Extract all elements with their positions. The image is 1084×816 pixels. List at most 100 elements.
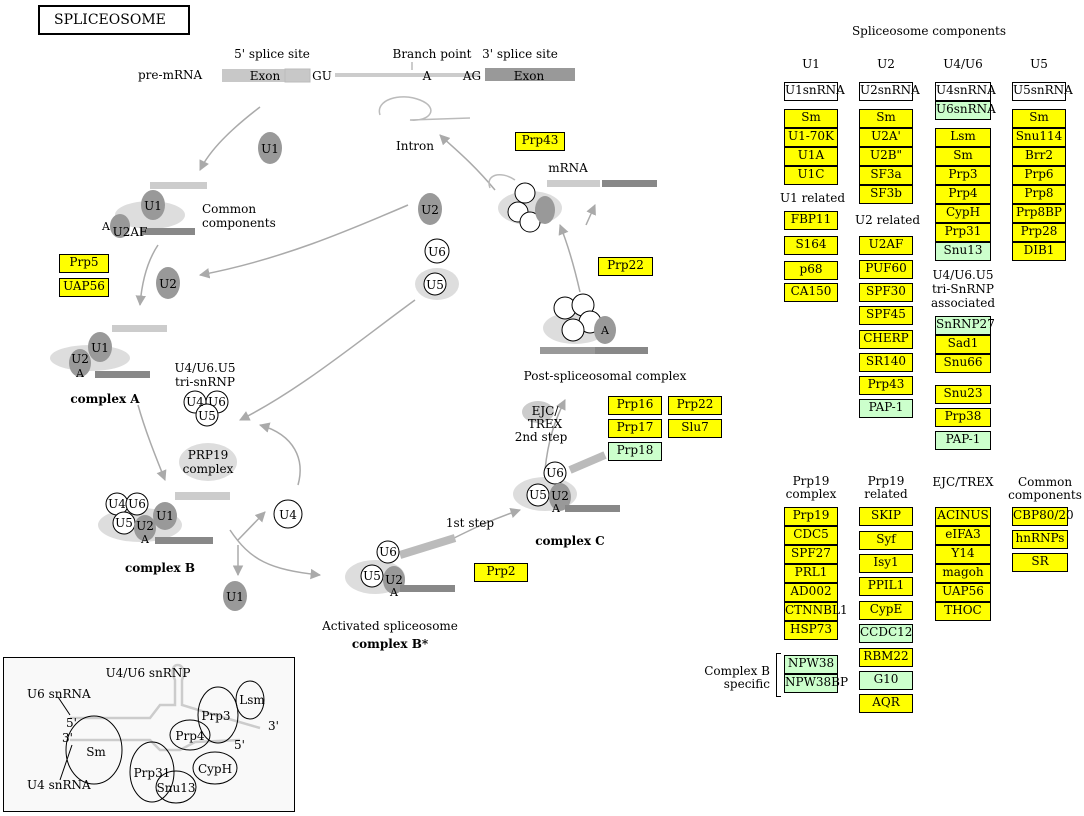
u5-item[interactable]: DIB1 <box>1012 242 1066 261</box>
u2-related-item[interactable]: Prp43 <box>859 376 913 395</box>
prp19-complex-item[interactable]: CTNNBL1 <box>784 602 848 621</box>
u4-snrna[interactable]: U4snRNA <box>935 82 996 101</box>
prp19-related-item[interactable]: G10 <box>859 671 913 690</box>
protein-prp16[interactable]: Prp16 <box>608 396 662 415</box>
u2-related-item[interactable]: U2AF <box>859 236 913 255</box>
u1-related-item[interactable]: S164 <box>784 236 838 255</box>
post-spliceosomal-label: Post-spliceosomal complex <box>524 369 687 383</box>
inset-lsm-label: Lsm <box>239 693 265 707</box>
u1-related-item[interactable]: p68 <box>784 261 838 280</box>
branch-point-label: Branch point <box>393 47 472 61</box>
pre-mrna-label: pre-mRNA <box>138 68 202 82</box>
prp19-related-item[interactable]: RBM22 <box>859 648 913 667</box>
u1-item[interactable]: U1A <box>784 147 838 166</box>
complex-b-specific-item[interactable]: NPW38BP <box>784 674 848 693</box>
ejc-trex-item[interactable]: ACINUS <box>935 507 991 526</box>
protein-prp22-bottom[interactable]: Prp22 <box>668 396 722 415</box>
prp19-related-item[interactable]: CypE <box>859 601 913 620</box>
protein-uap56[interactable]: UAP56 <box>59 278 109 297</box>
u2-item[interactable]: Sm <box>859 109 913 128</box>
prp19-related-item[interactable]: SKIP <box>859 507 913 526</box>
pre-mrna-strand <box>222 62 575 83</box>
complex-b-specific-item[interactable]: NPW38 <box>784 655 838 674</box>
u2-related-item[interactable]: SPF45 <box>859 306 913 325</box>
complex-bstar-label: complex B* <box>352 637 429 651</box>
u2-item[interactable]: SF3a <box>859 166 913 185</box>
u1-item[interactable]: U1C <box>784 166 838 185</box>
ejc-trex-item[interactable]: Y14 <box>935 545 991 564</box>
inset-prp3-label: Prp3 <box>201 709 230 723</box>
u5-snrna[interactable]: U5snRNA <box>1012 82 1073 101</box>
u2-item[interactable]: U2A' <box>859 128 913 147</box>
prp19-related-item[interactable]: AQR <box>859 694 913 713</box>
protein-prp18[interactable]: Prp18 <box>608 442 662 461</box>
tri-snrnp-item[interactable]: Sad1 <box>935 335 991 354</box>
u2-related-item[interactable]: SR140 <box>859 353 913 372</box>
tri-snrnp-item[interactable]: PAP-1 <box>935 431 991 450</box>
u4u6-item[interactable]: Prp31 <box>935 223 991 242</box>
u5-item[interactable]: Prp28 <box>1012 223 1066 242</box>
u1-item[interactable]: Sm <box>784 109 838 128</box>
u4u6-item[interactable]: CypH <box>935 204 991 223</box>
u2-item[interactable]: SF3b <box>859 185 913 204</box>
prp19-complex-item[interactable]: Prp19 <box>784 507 838 526</box>
u1-related-item[interactable]: FBP11 <box>784 211 838 230</box>
protein-prp17[interactable]: Prp17 <box>608 419 662 438</box>
tri-snrnp-item[interactable]: Prp38 <box>935 408 991 427</box>
prp19-related-item[interactable]: PPIL1 <box>859 577 913 596</box>
exon-right-label: Exon <box>514 69 545 83</box>
u4u6-item[interactable]: Sm <box>935 147 991 166</box>
prp19-complex-item[interactable]: PRL1 <box>784 564 838 583</box>
u5-item[interactable]: Prp8 <box>1012 185 1066 204</box>
u2-snrna[interactable]: U2snRNA <box>859 82 920 101</box>
three-splice-site-label: 3' splice site <box>482 47 558 61</box>
u5-item[interactable]: Brr2 <box>1012 147 1066 166</box>
u1-item[interactable]: U1-70K <box>784 128 838 147</box>
u4u6-item[interactable]: Lsm <box>935 128 991 147</box>
u5-item[interactable]: Prp8BP <box>1012 204 1066 223</box>
tri-snrnp-item[interactable]: SnRNP27 <box>935 316 995 335</box>
common-component-item[interactable]: hnRNPs <box>1012 530 1068 549</box>
svg-text:U6: U6 <box>379 545 397 559</box>
u2-related-item[interactable]: CHERP <box>859 330 913 349</box>
common-component-item[interactable]: CBP80/20 <box>1012 507 1074 526</box>
prp19-complex-item[interactable]: AD002 <box>784 583 838 602</box>
protein-prp22-top[interactable]: Prp22 <box>598 257 653 276</box>
inset-three-prime-b: 3' <box>268 719 279 733</box>
u6-snrna[interactable]: U6snRNA <box>935 101 996 120</box>
u1-snrna[interactable]: U1snRNA <box>784 82 845 101</box>
ejc-trex-item[interactable]: UAP56 <box>935 583 991 602</box>
prp19-complex-item[interactable]: HSP73 <box>784 621 838 640</box>
prp19-complex-item[interactable]: SPF27 <box>784 545 838 564</box>
common-component-item[interactable]: SR <box>1012 553 1068 572</box>
protein-prp2[interactable]: Prp2 <box>474 563 528 582</box>
tri-snrnp-item[interactable]: Snu66 <box>935 354 991 373</box>
ejc-trex-item[interactable]: eIFA3 <box>935 526 991 545</box>
ejc-trex-item[interactable]: magoh <box>935 564 991 583</box>
u2-related-item[interactable]: PUF60 <box>859 260 913 279</box>
ejc-trex-item[interactable]: THOC <box>935 602 991 621</box>
u1-related-item[interactable]: CA150 <box>784 283 838 302</box>
u5-item[interactable]: Prp6 <box>1012 166 1066 185</box>
prp19-complex-item[interactable]: CDC5 <box>784 526 838 545</box>
u4u6-item[interactable]: Snu13 <box>935 242 991 261</box>
protein-slu7[interactable]: Slu7 <box>668 419 722 438</box>
u2-item[interactable]: U2B" <box>859 147 913 166</box>
tri-snrnp-item[interactable]: Snu23 <box>935 385 991 404</box>
svg-text:U1: U1 <box>91 341 109 355</box>
u4u6-item[interactable]: Prp4 <box>935 185 991 204</box>
prp19-related-item[interactable]: Isy1 <box>859 554 913 573</box>
inset-prp4-label: Prp4 <box>175 729 204 743</box>
prp19-related-item[interactable]: CCDC12 <box>859 624 913 643</box>
u5-item[interactable]: Snu114 <box>1012 128 1066 147</box>
protein-prp5[interactable]: Prp5 <box>59 254 109 273</box>
svg-text:U1: U1 <box>261 142 279 156</box>
svg-text:components: components <box>202 216 276 230</box>
u4u6-item[interactable]: Prp3 <box>935 166 991 185</box>
protein-prp43[interactable]: Prp43 <box>515 132 565 151</box>
prp19-related-item[interactable]: Syf <box>859 531 913 550</box>
u2-related-item[interactable]: SPF30 <box>859 283 913 302</box>
u2-related-item[interactable]: PAP-1 <box>859 399 913 418</box>
u5-item[interactable]: Sm <box>1012 109 1066 128</box>
